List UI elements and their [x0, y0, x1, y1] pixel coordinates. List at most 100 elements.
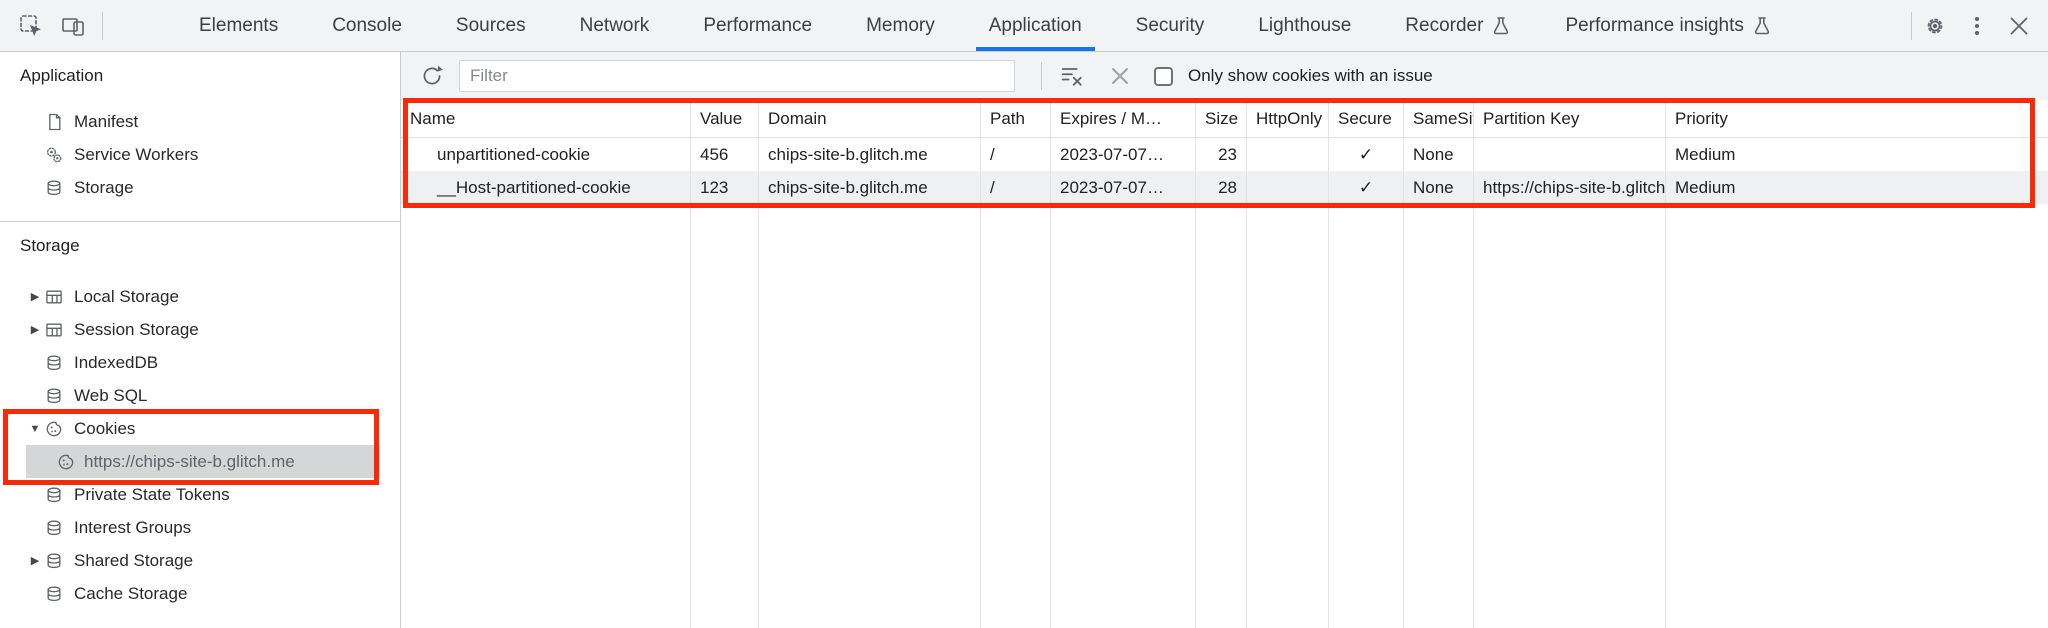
sidebar-section-storage: Storage ▶ Local Storage ▶ Session Storag… [0, 222, 400, 610]
sidebar-item-shared-storage[interactable]: ▶ Shared Storage [0, 544, 400, 577]
column-header-value[interactable]: Value [691, 100, 759, 138]
expand-arrow-icon[interactable]: ▶ [30, 555, 40, 567]
column-header-secure[interactable]: Secure [1329, 100, 1404, 138]
cell-secure-checkmark[interactable]: ✓ [1329, 138, 1404, 171]
tab-elements[interactable]: Elements [199, 14, 279, 36]
cell-value[interactable]: 456 [691, 138, 759, 171]
tabbar-divider [1911, 11, 1912, 40]
cell-partition-key[interactable] [1474, 138, 1666, 171]
database-icon [44, 551, 64, 571]
sidebar-item-manifest[interactable]: Manifest [0, 105, 400, 138]
section-title-application: Application [20, 66, 104, 85]
sidebar-item-service-workers[interactable]: Service Workers [0, 138, 400, 171]
toolbar-divider [1041, 62, 1042, 90]
cell-path[interactable]: / [981, 171, 1051, 204]
cell-value[interactable]: 123 [691, 171, 759, 204]
column-header-size[interactable]: Size [1196, 100, 1247, 138]
sidebar-item-cookies-origin[interactable]: https://chips-site-b.glitch.me [0, 445, 400, 478]
sidebar-item-web-sql[interactable]: Web SQL [0, 379, 400, 412]
tab-application[interactable]: Application [975, 0, 1095, 51]
cell-httponly[interactable] [1247, 138, 1329, 171]
column-header-httponly[interactable]: HttpOnly [1247, 100, 1329, 138]
cell-size[interactable]: 28 [1196, 171, 1247, 204]
tabbar-divider [102, 11, 103, 40]
cell-samesite[interactable]: None [1404, 171, 1474, 204]
cell-size[interactable]: 23 [1196, 138, 1247, 171]
more-menu-icon[interactable] [1964, 13, 1990, 39]
column-header-name[interactable]: Name [401, 100, 691, 138]
cell-samesite[interactable]: None [1404, 138, 1474, 171]
cookies-toolbar: Only show cookies with an issue [401, 52, 2048, 100]
sidebar-item-cookies[interactable]: ▼ Cookies [0, 412, 400, 445]
cell-domain[interactable]: chips-site-b.glitch.me [759, 138, 981, 171]
sidebar-item-cache-storage[interactable]: Cache Storage [0, 577, 400, 610]
only-issue-cookies-checkbox[interactable] [1154, 66, 1173, 86]
settings-gear-icon[interactable] [1922, 13, 1948, 39]
database-icon [44, 485, 64, 505]
sidebar-item-storage[interactable]: Storage [0, 171, 400, 204]
database-icon [44, 353, 64, 373]
column-header-domain[interactable]: Domain [759, 100, 981, 138]
tab-network[interactable]: Network [579, 14, 650, 36]
only-issue-cookies-label: Only show cookies with an issue [1188, 66, 1433, 85]
table-icon [44, 320, 64, 340]
inspect-element-icon[interactable] [18, 13, 44, 39]
refresh-icon[interactable] [419, 63, 445, 89]
table-icon [44, 287, 64, 307]
cell-priority[interactable]: Medium [1666, 171, 2048, 204]
tab-performance-insights[interactable]: Performance insights [1565, 0, 1771, 51]
section-title-storage: Storage [20, 236, 80, 255]
database-icon [44, 518, 64, 538]
cookies-panel: Only show cookies with an issue Name Val… [401, 52, 2048, 628]
sidebar-item-local-storage[interactable]: ▶ Local Storage [0, 280, 400, 313]
sidebar-section-application: Application Manifest [0, 52, 400, 222]
sidebar-item-session-storage[interactable]: ▶ Session Storage [0, 313, 400, 346]
manifest-icon [44, 112, 64, 132]
close-icon[interactable] [2006, 13, 2032, 39]
tab-memory[interactable]: Memory [866, 14, 935, 36]
column-header-partition-key[interactable]: Partition Key [1474, 100, 1666, 138]
cell-expires[interactable]: 2023-07-07… [1051, 171, 1196, 204]
tab-sources[interactable]: Sources [455, 14, 526, 36]
experiment-flask-icon [1752, 16, 1772, 36]
database-icon [44, 584, 64, 604]
cell-name[interactable]: unpartitioned-cookie [401, 138, 691, 171]
clear-filter-icon[interactable] [1058, 62, 1086, 90]
sidebar-item-interest-groups[interactable]: Interest Groups [0, 511, 400, 544]
column-header-samesite[interactable]: SameSite [1404, 100, 1474, 138]
cell-path[interactable]: / [981, 138, 1051, 171]
cookie-icon [56, 452, 76, 472]
sidebar-item-indexeddb[interactable]: IndexedDB [0, 346, 400, 379]
sidebar-item-private-state-tokens[interactable]: Private State Tokens [0, 478, 400, 511]
tab-console[interactable]: Console [332, 14, 402, 36]
collapse-arrow-icon[interactable]: ▼ [29, 422, 41, 435]
cookie-icon [44, 419, 64, 439]
database-icon [44, 178, 64, 198]
column-header-expires[interactable]: Expires / M… [1051, 100, 1196, 138]
column-header-path[interactable]: Path [981, 100, 1051, 138]
cell-partition-key[interactable]: https://chips-site-b.glitch.me [1474, 171, 1666, 204]
cookie-table: Name Value Domain Path Expires / M… Size… [401, 100, 2048, 628]
tab-performance[interactable]: Performance [703, 14, 813, 36]
devtools-tabbar: Elements Console Sources Network Perform… [0, 0, 2048, 52]
column-header-priority[interactable]: Priority [1666, 100, 2048, 138]
cell-domain[interactable]: chips-site-b.glitch.me [759, 171, 981, 204]
expand-arrow-icon[interactable]: ▶ [30, 291, 40, 303]
experiment-flask-icon [1491, 16, 1511, 36]
cell-httponly[interactable] [1247, 171, 1329, 204]
tab-security[interactable]: Security [1135, 14, 1205, 36]
cell-name[interactable]: __Host-partitioned-cookie [401, 171, 691, 204]
clear-icon[interactable] [1108, 64, 1132, 88]
database-icon [44, 386, 64, 406]
panel-tabs: Elements Console Sources Network Perform… [103, 0, 1826, 51]
service-workers-icon [44, 145, 64, 165]
cell-priority[interactable]: Medium [1675, 144, 1736, 164]
expand-arrow-icon[interactable]: ▶ [30, 324, 40, 336]
tab-lighthouse[interactable]: Lighthouse [1258, 14, 1352, 36]
device-toolbar-icon[interactable] [60, 13, 86, 39]
filter-input[interactable] [459, 60, 1015, 92]
cell-secure-checkmark[interactable]: ✓ [1329, 171, 1404, 204]
cell-expires[interactable]: 2023-07-07… [1051, 138, 1196, 171]
tab-recorder[interactable]: Recorder [1405, 0, 1511, 51]
